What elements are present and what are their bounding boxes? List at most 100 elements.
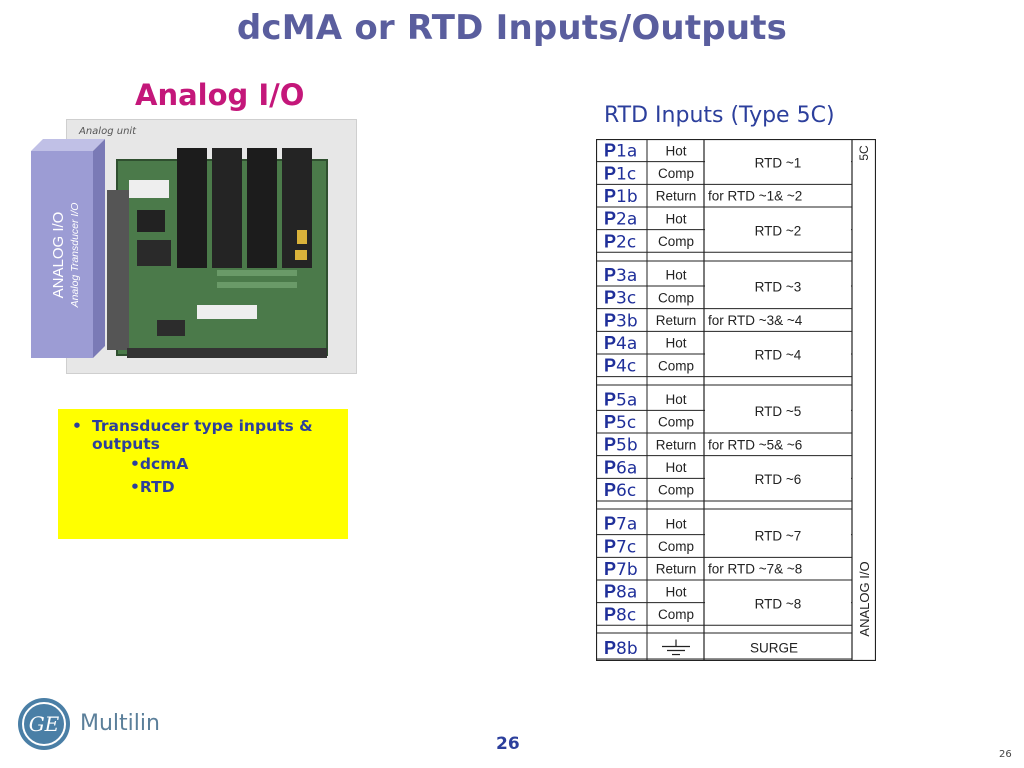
func-label: Return: [656, 189, 697, 204]
pin-label: P4a: [604, 333, 637, 354]
page-number-small: 26: [999, 749, 1012, 760]
func-label: Return: [656, 437, 697, 452]
box-label: ANALOG I/O: [50, 212, 67, 299]
pin-label: P2a: [604, 209, 637, 230]
ge-logo-icon: GE: [18, 698, 70, 750]
bullet-dot: •: [72, 417, 82, 435]
pin-label: P3a: [604, 265, 637, 286]
ground-icon: [662, 639, 690, 656]
pin-label: P8c: [604, 604, 636, 625]
table-row: P1c Comp: [604, 163, 694, 184]
merged-cell-mask: [705, 228, 851, 231]
func-label: Comp: [658, 358, 694, 373]
func-label: Hot: [665, 268, 686, 283]
func-label: Hot: [665, 336, 686, 351]
desc-label: for RTD ~3& ~4: [708, 313, 803, 328]
func-label: Hot: [665, 211, 686, 226]
func-label: Comp: [658, 607, 694, 622]
table-row: P5b Return for RTD ~5& ~6: [604, 435, 802, 456]
pin-label: P4c: [604, 356, 636, 377]
func-label: Comp: [658, 415, 694, 430]
table-row: P2c Comp: [604, 231, 694, 252]
module-label: 5C: [857, 145, 871, 161]
slide-title: dcMA or RTD Inputs/Outputs: [236, 8, 788, 48]
pin-label: P8b: [604, 638, 638, 659]
table-row: P3c Comp: [604, 288, 694, 309]
bullet-sub-dcma: •dcmA: [130, 455, 189, 473]
desc-label: for RTD ~5& ~6: [708, 437, 802, 452]
merged-cell-mask: [705, 533, 851, 536]
func-label: Hot: [665, 516, 686, 531]
merged-cell-mask: [705, 160, 851, 163]
logo-text: Multilin: [80, 711, 160, 736]
func-label: Comp: [658, 290, 694, 305]
desc-label: for RTD ~7& ~8: [708, 562, 802, 577]
pin-label: P6c: [604, 480, 636, 501]
bullet-main: Transducer type inputs & outputs: [92, 417, 313, 453]
pin-label: P7c: [604, 536, 636, 557]
func-label: Comp: [658, 483, 694, 498]
ge-logo-mark: GE: [29, 712, 60, 736]
desc-label: RTD ~2: [755, 223, 802, 238]
desc-label: RTD ~6: [755, 472, 802, 487]
func-label: Hot: [665, 392, 686, 407]
rtd-title: RTD Inputs (Type 5C): [604, 103, 835, 128]
func-label: Comp: [658, 234, 694, 249]
box-sublabel: Analog Transducer I/O: [69, 203, 81, 309]
side-label: ANALOG I/O: [857, 561, 872, 636]
pin-label: P7b: [604, 559, 638, 580]
bullet-box: • Transducer type inputs & outputs •dcmA…: [58, 409, 348, 539]
pin-label: P5c: [604, 412, 636, 433]
pin-label: P5a: [604, 389, 637, 410]
table-row: P6c Comp: [604, 480, 694, 501]
merged-cell-mask: [705, 601, 851, 604]
table-row: P7b Return for RTD ~7& ~8: [604, 559, 802, 580]
pin-label: P2c: [604, 231, 636, 252]
desc-label: RTD ~7: [755, 528, 802, 543]
slide-subtitle: Analog I/O: [135, 78, 305, 112]
photo-caption: Analog unit: [79, 126, 137, 137]
func-label: Comp: [658, 166, 694, 181]
pin-label: P6a: [604, 457, 637, 478]
pin-label: P3c: [604, 288, 636, 309]
pin-label: P5b: [604, 435, 638, 456]
merged-cell-mask: [705, 352, 851, 356]
desc-label: RTD ~3: [755, 280, 802, 295]
func-label: Comp: [658, 539, 694, 554]
merged-cell-mask: [705, 284, 851, 288]
func-label: Return: [656, 562, 697, 577]
circuit-board-image: [107, 148, 328, 358]
pin-label: P1a: [604, 141, 637, 162]
table-row: P7c Comp: [604, 536, 694, 557]
analog-unit-photo: Analog unit: [66, 119, 357, 374]
func-label: Hot: [665, 460, 686, 475]
table-row: P4c Comp: [604, 356, 694, 377]
analog-io-box: ANALOG I/O Analog Transducer I/O: [31, 139, 105, 358]
desc-label: for RTD ~1& ~2: [708, 189, 802, 204]
page-number: 26: [496, 734, 520, 754]
bullet-sub-rtd: •RTD: [130, 478, 175, 496]
table-row: P8c Comp: [604, 604, 694, 625]
pin-label: P1c: [604, 163, 636, 184]
desc-label: RTD ~4: [755, 348, 802, 363]
desc-label: RTD ~8: [755, 596, 802, 611]
merged-cell-mask: [705, 409, 851, 412]
pin-label: P8a: [604, 582, 637, 603]
func-label: Hot: [665, 143, 686, 158]
table-row: P5c Comp: [604, 412, 694, 433]
pin-label: P3b: [604, 310, 638, 331]
pin-label: P7a: [604, 514, 637, 535]
func-label: Hot: [665, 584, 686, 599]
